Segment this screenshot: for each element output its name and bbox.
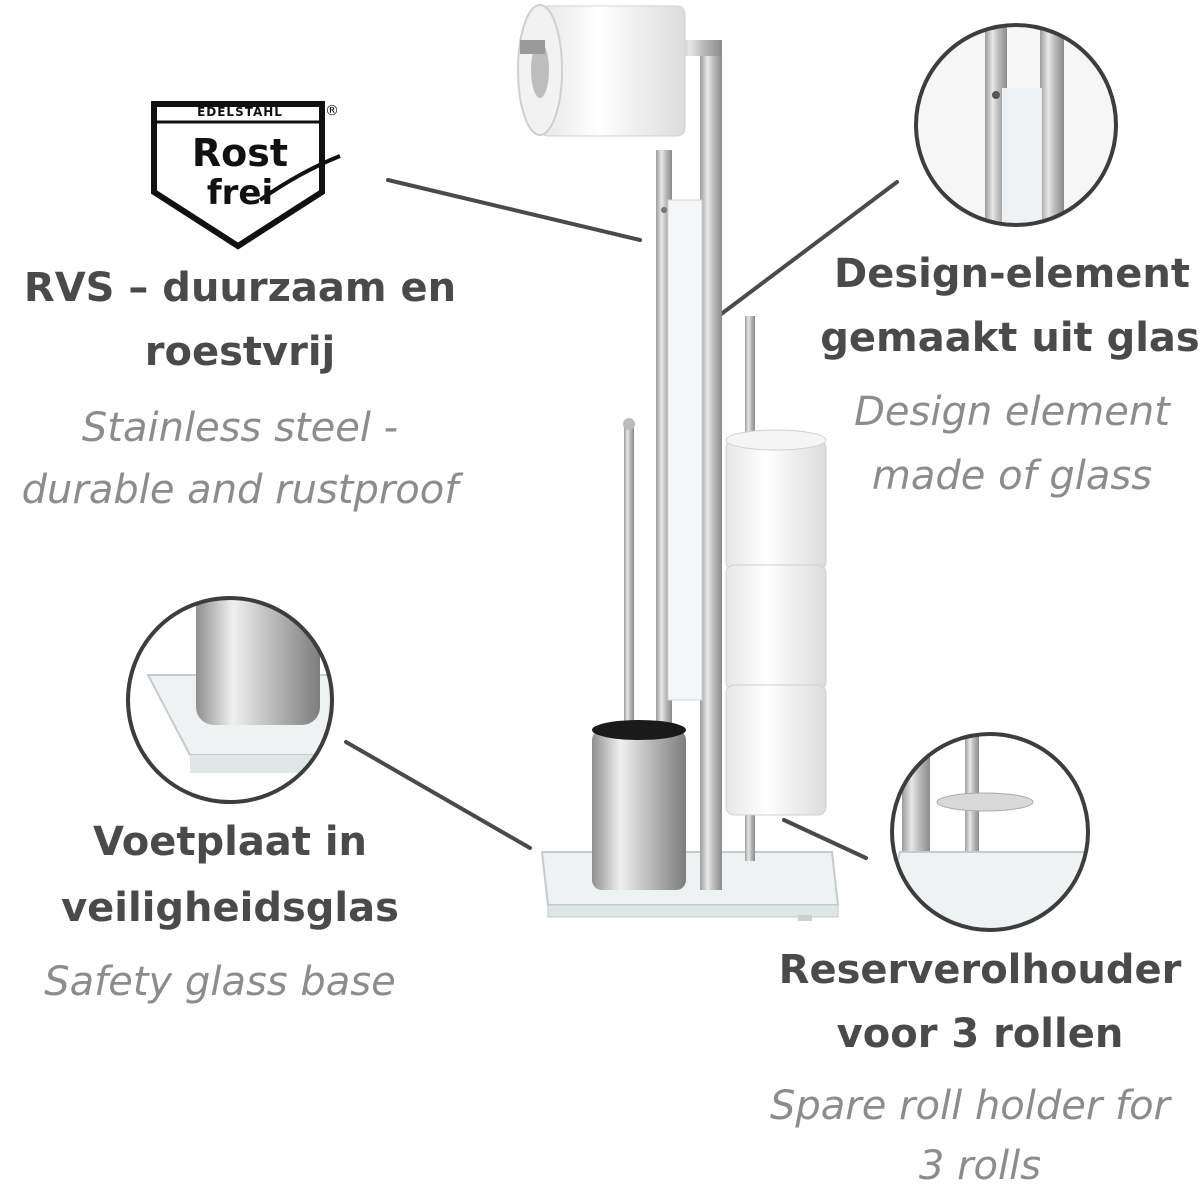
rostfrei-logo: EDELSTAHL ® Rost frei <box>150 100 346 252</box>
feature-base-title-line1: Voetplaat in <box>92 819 368 865</box>
callout-circle-spare-holder <box>890 732 1090 932</box>
badge-line2: frei <box>206 173 274 213</box>
shield-icon <box>151 101 341 250</box>
feature-base-title-line2: veiligheidsglas <box>61 885 399 931</box>
callout-circle-base <box>126 596 334 804</box>
registered-mark: ® <box>325 103 339 119</box>
badge-top-text: EDELSTAHL <box>197 105 283 119</box>
feature-glass-subtitle-line1: Design element <box>854 389 1170 435</box>
toilet-brush <box>592 418 686 890</box>
feature-glass-title-line1: Design-element <box>834 251 1190 297</box>
feature-steel-subtitle-line1: Stainless steel - <box>81 405 399 451</box>
callout-circle-glass <box>914 23 1118 227</box>
badge-line1: Rost <box>191 131 289 175</box>
feature-spare-subtitle-line1: Spare roll holder for <box>769 1083 1171 1129</box>
glass-base <box>540 851 840 921</box>
feature-glass-title-line2: gemaakt uit glas <box>820 315 1200 361</box>
top-toilet-roll <box>517 4 686 137</box>
feature-base-subtitle: Safety glass base <box>44 959 396 1005</box>
feature-glass-subtitle-line2: made of glass <box>871 453 1153 499</box>
feature-steel-title-line2: roestvrij <box>144 329 336 375</box>
feature-spare-title-line1: Reserverolhouder <box>778 947 1182 993</box>
feature-steel-title-line1: RVS – duurzaam en <box>23 265 457 311</box>
feature-spare-title-line2: voor 3 rollen <box>836 1011 1124 1057</box>
spare-roll-holder <box>725 316 827 861</box>
feature-spare-subtitle-line2: 3 rolls <box>918 1143 1042 1189</box>
feature-steel-subtitle-line2: durable and rustproof <box>21 467 459 513</box>
